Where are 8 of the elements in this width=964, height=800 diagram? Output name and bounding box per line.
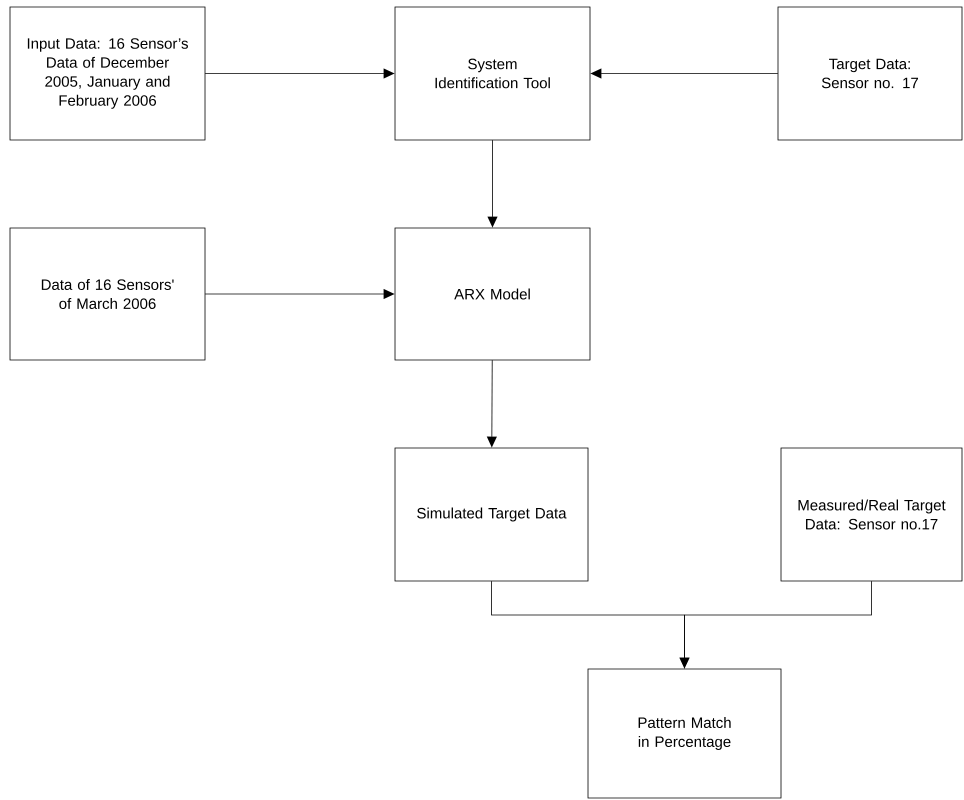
process-box: Pattern Match in Percentage: [588, 668, 782, 798]
process-box: Target Data: Sensor no. 17: [778, 6, 962, 140]
process-box: Simulated Target Data: [394, 448, 588, 582]
process-box: Measured/Real Target Data: Sensor no.17: [780, 448, 962, 582]
process-box: ARX Model: [394, 228, 590, 360]
process-box: Input Data: 16 Sensor’s Data of December 2005, January and February 2006: [10, 6, 206, 140]
process-box: System Identification Tool: [394, 6, 590, 140]
process-box: Data of 16 Sensors' of March 2006: [10, 228, 206, 360]
